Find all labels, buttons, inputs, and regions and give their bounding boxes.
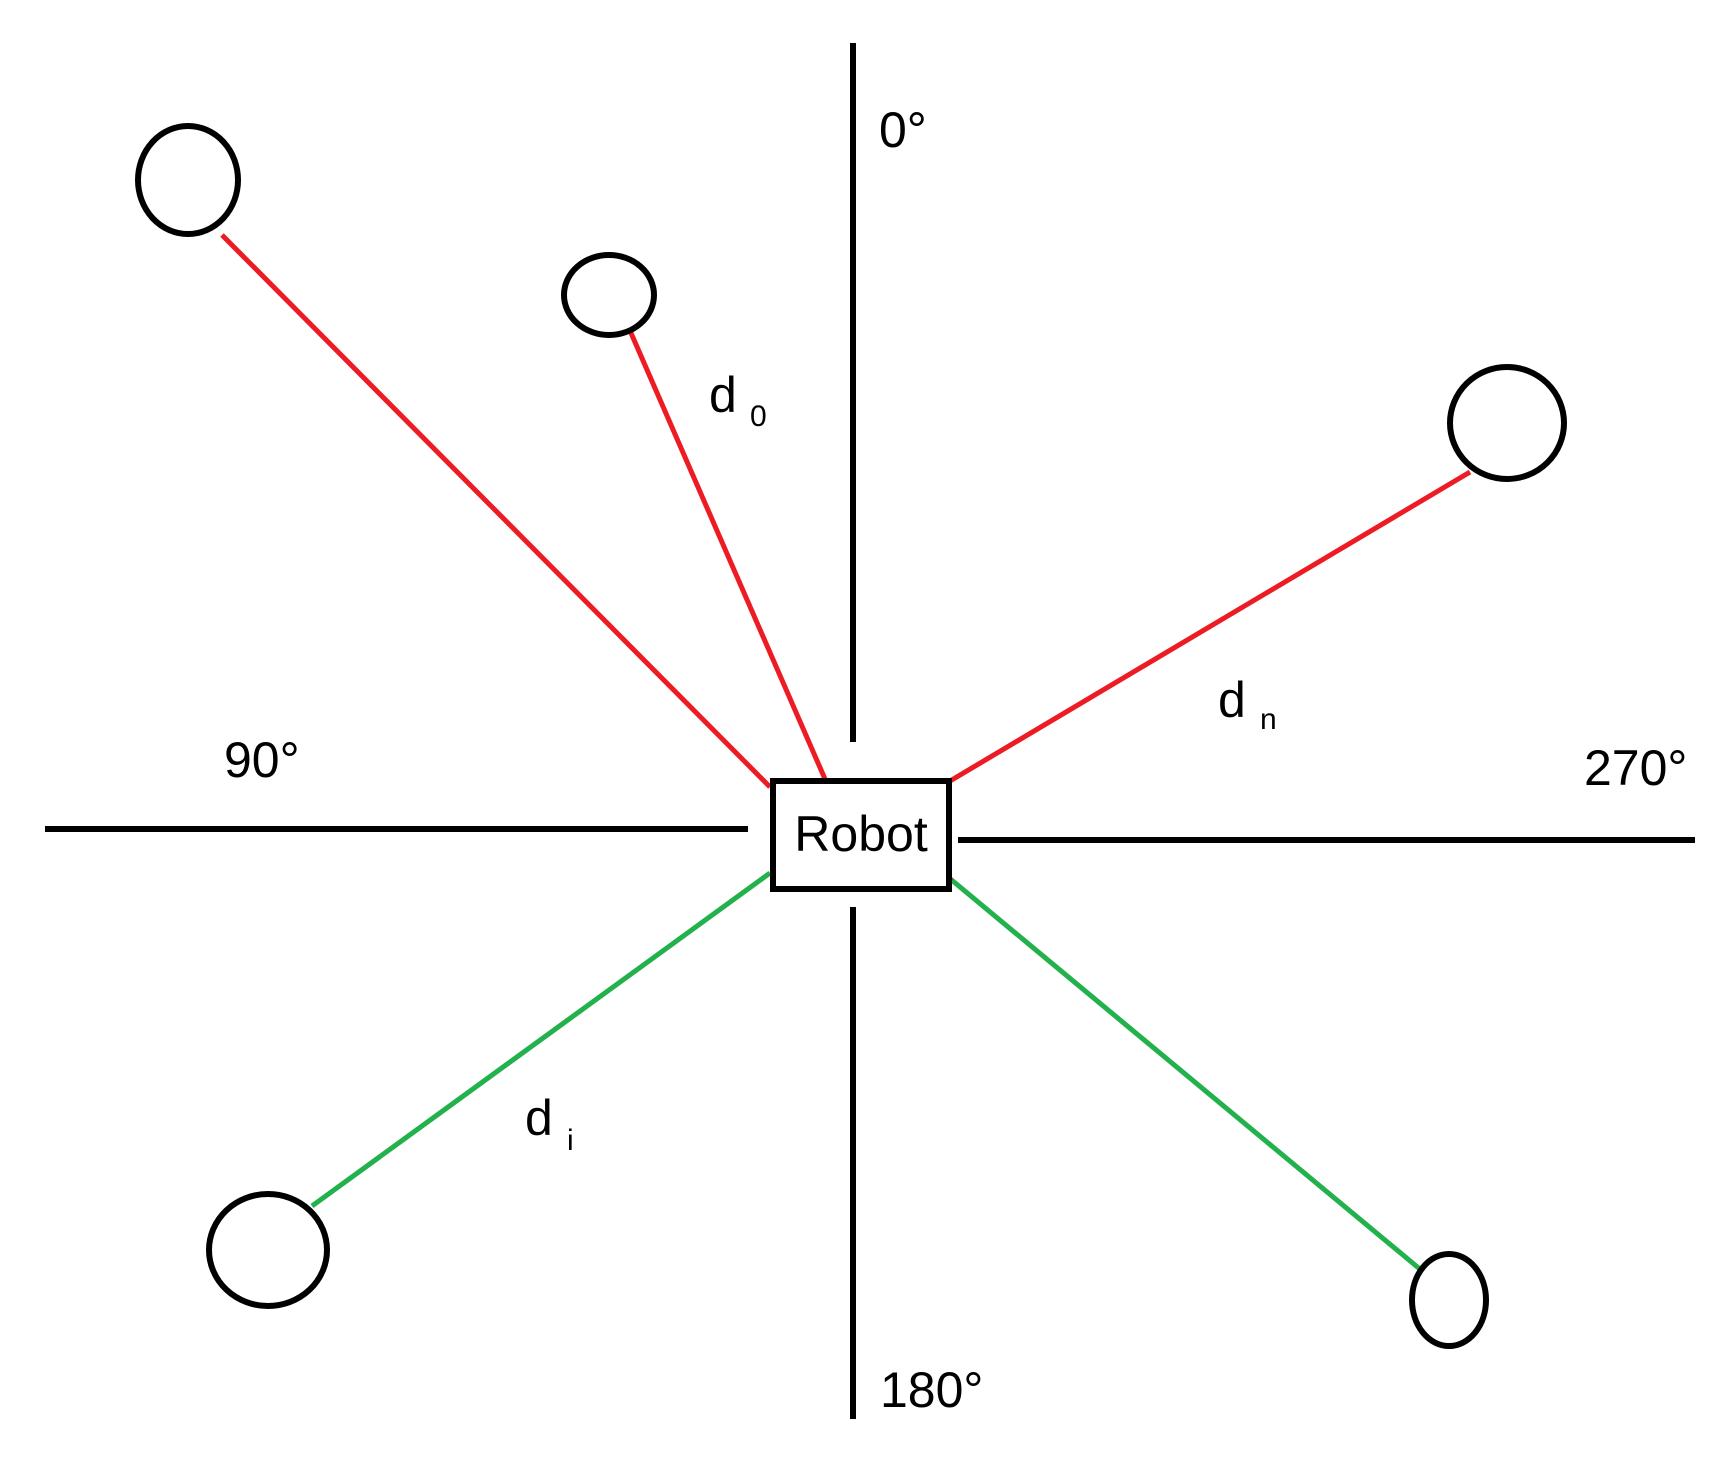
obstacle-di	[206, 1191, 330, 1309]
link-dn	[948, 469, 1472, 784]
angle-label-left: 90°	[224, 732, 300, 788]
distance-label-dn: d	[1218, 672, 1246, 728]
angle-label-top: 0°	[879, 102, 927, 158]
obstacle-lower-right	[1409, 1251, 1489, 1349]
link-lower-right	[946, 875, 1423, 1272]
angle-label-right: 270°	[1584, 740, 1687, 796]
obstacle-d0	[561, 252, 657, 338]
distance-label-d0: d	[709, 367, 737, 423]
robot-box	[770, 778, 952, 892]
link-d0	[628, 332, 828, 780]
distance-label-di: d	[525, 1090, 553, 1146]
distance-sub-dn: n	[1260, 703, 1277, 736]
link-di	[310, 870, 772, 1209]
distance-sub-di: i	[567, 1124, 574, 1157]
link-far-upper-left	[220, 233, 772, 789]
obstacle-dn	[1447, 364, 1567, 482]
obstacle-far-upper-left	[135, 123, 241, 237]
robot-label: Robot	[794, 806, 928, 862]
angle-label-bottom: 180°	[880, 1362, 983, 1418]
distance-sub-d0: 0	[750, 400, 767, 433]
